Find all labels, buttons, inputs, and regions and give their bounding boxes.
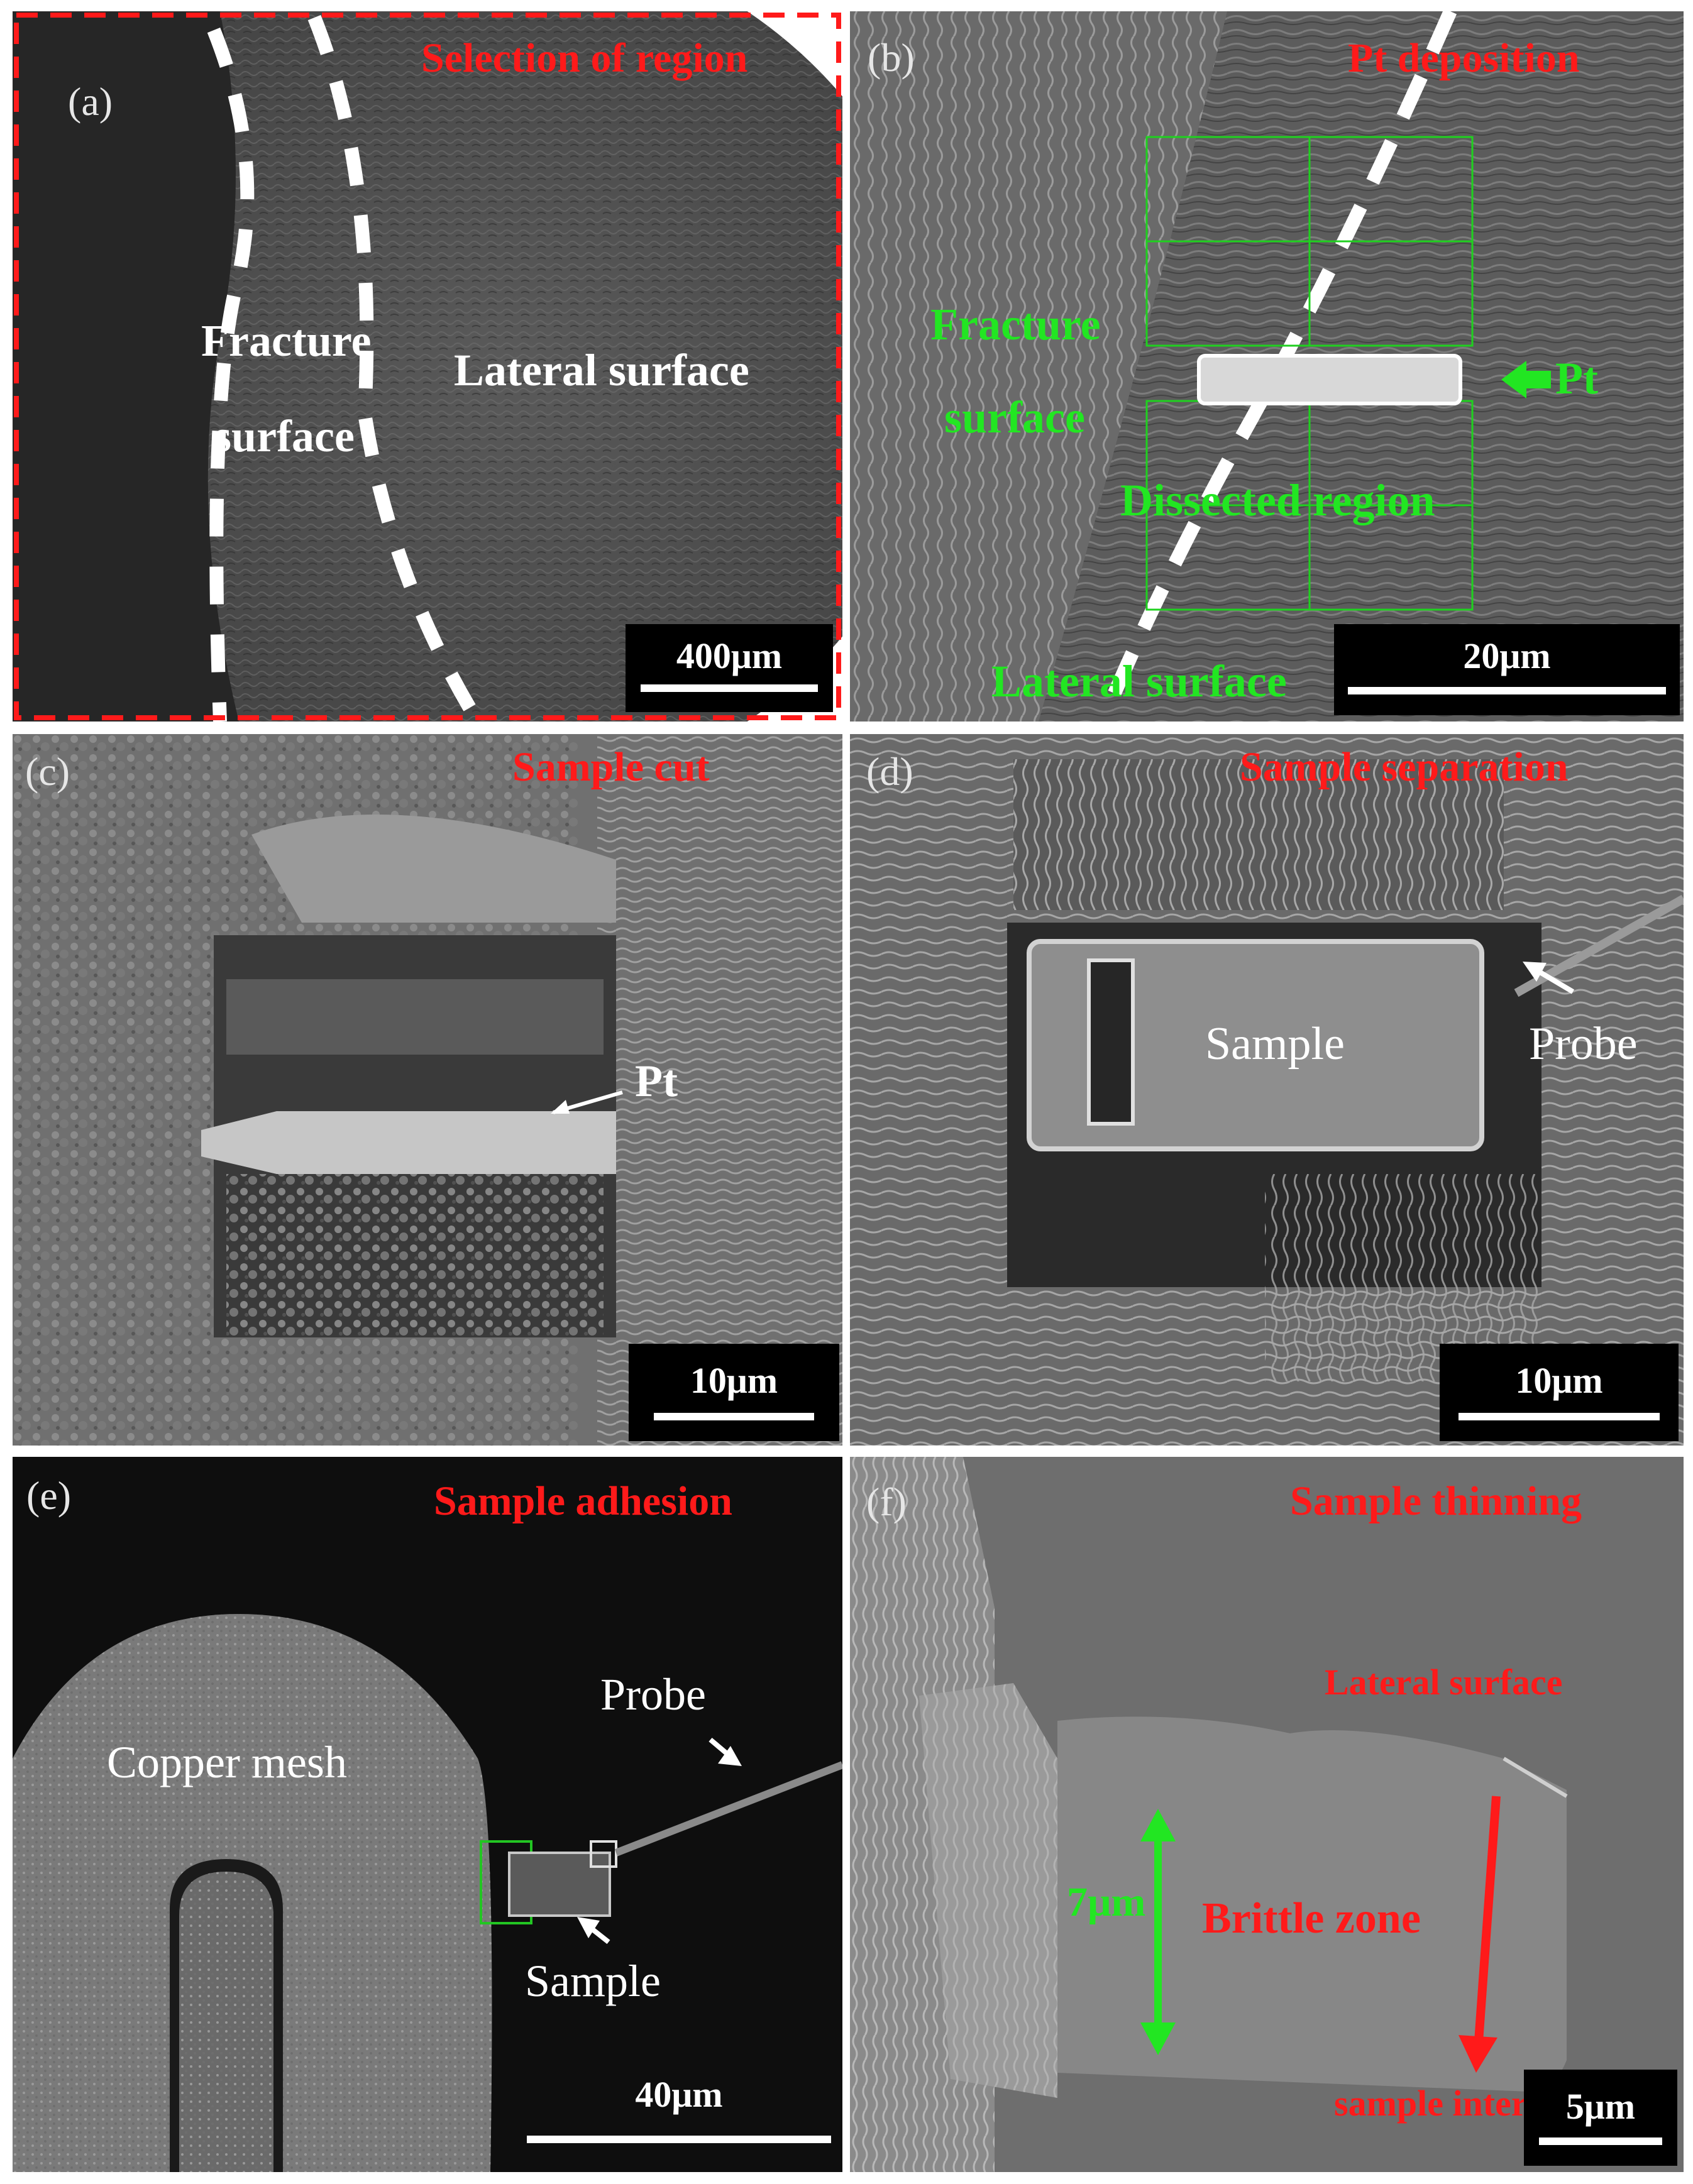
panel-b-dissected-label: Dissected region [1120,475,1435,525]
panel-c-pt-label: Pt [635,1056,678,1106]
panel-f-brittle-label: Brittle zone [1202,1894,1421,1943]
panel-f: (f) Sample thinning Lateral surface 7μm … [850,1457,1684,2172]
panel-e-probe-label: Probe [600,1669,706,1720]
panel-b: (b) Pt deposition Fracture surface Pt Di… [850,11,1684,722]
panel-d-scale-bar: 10μm [1440,1344,1679,1441]
panel-e-copper-label: Copper mesh [107,1737,347,1787]
panel-f-thickness-label: 7μm [1067,1879,1146,1925]
panel-f-scale-bar: 5μm [1524,2070,1677,2166]
panel-b-pt-label: Pt [1555,353,1598,403]
panel-f-lateral-label: Lateral surface [1325,1662,1563,1703]
panel-e-image [13,1614,842,2172]
panel-b-title: Pt deposition [1348,35,1580,81]
panel-d-title: Sample separation [1240,744,1569,790]
panel-e-title: Sample adhesion [434,1478,732,1524]
panel-a-lateral-label: Lateral surface [454,345,749,395]
panel-f-image [850,1457,1684,2172]
panel-a: (a) Selection of region Fracture surface… [13,11,842,722]
panel-f-scale-label: 5μm [1565,2086,1636,2127]
panel-c-scale-bar: 10μm [629,1344,839,1441]
panel-c-letter: (c) [25,749,70,794]
panel-b-scale-label: 20μm [1463,635,1551,676]
panel-d-letter: (d) [866,749,913,794]
panel-a-letter: (a) [68,79,113,124]
panel-a-fracture-label-1: Fracture [201,316,372,366]
panel-d: (d) Sample separation Sample Probe 10μm [850,734,1684,1446]
panel-c-title: Sample cut [512,744,710,790]
panel-c-image [13,734,842,1446]
panel-f-title: Sample thinning [1290,1478,1582,1524]
panel-a-fracture-label-2: surface [214,411,355,461]
panel-a-scale-bar: 400μm [626,624,833,712]
panel-b-lateral-label: Lateral surface [991,656,1287,706]
panel-e-scale-label: 40μm [635,2074,723,2115]
panel-b-image [850,11,1684,722]
panel-e-letter: (e) [26,1473,72,1518]
panel-b-fracture-label-2: surface [944,392,1085,442]
panel-a-image [13,11,842,722]
panel-d-probe-label: Probe [1529,1018,1638,1070]
panel-b-scale-bar: 20μm [1334,624,1680,715]
panel-b-letter: (b) [868,35,915,80]
panel-d-scale-label: 10μm [1515,1360,1603,1401]
panel-f-letter: (f) [866,1479,907,1524]
panel-e-sample-label: Sample [525,1956,661,2006]
panel-d-image [850,734,1684,1446]
panel-a-title: Selection of region [421,35,748,81]
panel-b-fracture-label-1: Fracture [930,299,1101,349]
panel-a-scale-label: 400μm [676,635,783,676]
panel-e: (e) Sample adhesion Copper mesh Probe Sa… [13,1457,842,2172]
panel-d-sample-label: Sample [1205,1018,1345,1070]
panel-c-scale-label: 10μm [690,1360,778,1401]
panel-c: (c) Sample cut Pt 10μm [13,734,842,1446]
panel-e-scale-bar: 40μm [522,2054,836,2166]
